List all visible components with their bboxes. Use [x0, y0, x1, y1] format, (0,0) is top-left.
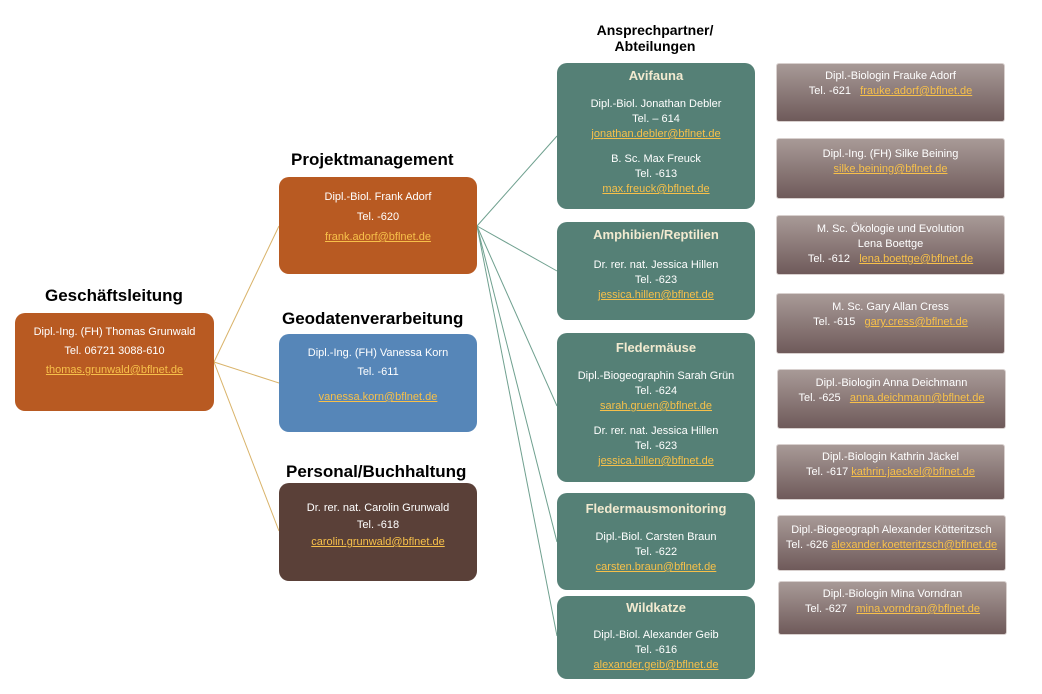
staff-3-name: M. Sc. Gary Allan Cress: [832, 301, 949, 313]
pm-tel: Tel. -620: [356, 211, 400, 223]
wildkatze-p1-name: Dipl.-Biol. Alexander Geib: [593, 629, 719, 641]
staff-card-boettge: M. Sc. Ökologie und Evolution Lena Boett…: [776, 215, 1005, 275]
staff-5-email-link[interactable]: kathrin.jaeckel@bflnet.de: [851, 466, 975, 478]
pb-name: Dr. rer. nat. Carolin Grunwald: [306, 502, 450, 514]
header-ansprechpartner: Ansprechpartner/ Abteilungen: [580, 22, 730, 54]
avifauna-p1-tel: Tel. – 614: [632, 113, 680, 125]
staff-7-email-link[interactable]: mina.vorndran@bflnet.de: [856, 603, 981, 615]
staff-2-name2: Lena Boettge: [857, 238, 924, 250]
monitoring-p1-name: Dipl.-Biol. Carsten Braun: [595, 531, 717, 543]
staff-0-name: Dipl.-Biologin Frauke Adorf: [825, 70, 956, 82]
avifauna-p2-name: B. Sc. Max Freuck: [611, 153, 701, 165]
geo-email-link[interactable]: vanessa.korn@bflnet.de: [318, 391, 438, 403]
pm-name: Dipl.-Biol. Frank Adorf: [324, 191, 432, 203]
connector-gf-pm: [213, 225, 280, 363]
fledermaeuse-p1-name: Dipl.-Biogeographin Sarah Grün: [577, 370, 735, 382]
staff-7-tel: Tel. -627: [804, 603, 848, 615]
staff-card-deichmann: Dipl.-Biologin Anna Deichmann Tel. -625 …: [777, 369, 1006, 429]
box-geodatenverarbeitung: Dipl.-Ing. (FH) Vanessa Korn Tel. -611 v…: [279, 334, 477, 432]
avifauna-p2-email-link[interactable]: max.freuck@bflnet.de: [602, 183, 710, 195]
amphibien-title: Amphibien/Reptilien: [593, 227, 719, 242]
connector-pm-amphibien: [476, 225, 558, 272]
staff-6-email-link[interactable]: alexander.koetteritzsch@bflnet.de: [831, 539, 998, 551]
header-projektmanagement: Projektmanagement: [291, 150, 454, 169]
staff-4-tel: Tel. -625: [798, 392, 841, 404]
staff-5-tel: Tel. -617: [806, 466, 849, 478]
staff-card-adorf: Dipl.-Biologin Frauke Adorf Tel. -621 fr…: [776, 63, 1005, 122]
avifauna-p2-tel: Tel. -613: [634, 168, 678, 180]
fledermaeuse-title: Fledermäuse: [615, 340, 697, 355]
amphibien-p1-tel: Tel. -623: [634, 274, 678, 286]
fledermaeuse-p1-email-link[interactable]: sarah.gruen@bflnet.de: [599, 400, 713, 412]
staff-6-tel: Tel. -626: [785, 539, 829, 551]
staff-6-name: Dipl.-Biogeograph Alexander Kötteritzsch: [791, 524, 992, 536]
header-geodatenverarbeitung: Geodatenverarbeitung: [282, 309, 464, 328]
box-avifauna: Avifauna Dipl.-Biol. Jonathan Debler Tel…: [557, 63, 755, 209]
box-wildkatze: Wildkatze Dipl.-Biol. Alexander Geib Tel…: [557, 596, 755, 679]
connector-gf-pb: [213, 361, 280, 532]
wildkatze-title: Wildkatze: [626, 600, 686, 615]
staff-4-email-link[interactable]: anna.deichmann@bflnet.de: [849, 392, 985, 404]
pm-email-link[interactable]: frank.adorf@bflnet.de: [325, 231, 431, 243]
staff-7-name: Dipl.-Biologin Mina Vorndran: [822, 588, 963, 600]
staff-card-koetteritzsch: Dipl.-Biogeograph Alexander Kötteritzsch…: [777, 515, 1006, 571]
geo-name: Dipl.-Ing. (FH) Vanessa Korn: [307, 347, 449, 359]
amphibien-p1-name: Dr. rer. nat. Jessica Hillen: [593, 259, 719, 271]
connector-pm-monitoring: [476, 225, 558, 543]
avifauna-title: Avifauna: [628, 68, 684, 83]
header-ansprechpartner-line2: Abteilungen: [614, 38, 696, 54]
header-ansprechpartner-line1: Ansprechpartner/: [596, 22, 714, 38]
staff-2-tel: Tel. -612: [807, 253, 851, 265]
fledermaeuse-p2-tel: Tel. -623: [634, 440, 678, 452]
avifauna-p1-email-link[interactable]: jonathan.debler@bflnet.de: [591, 128, 721, 140]
monitoring-p1-tel: Tel. -622: [634, 546, 678, 558]
pb-email-link[interactable]: carolin.grunwald@bflnet.de: [311, 536, 445, 548]
fledermaeuse-p2-name: Dr. rer. nat. Jessica Hillen: [593, 425, 719, 437]
staff-0-email-link[interactable]: frauke.adorf@bflnet.de: [860, 85, 973, 97]
fledermaeuse-p1-tel: Tel. -624: [634, 385, 678, 397]
box-personal-buchhaltung: Dr. rer. nat. Carolin Grunwald Tel. -618…: [279, 483, 477, 581]
wildkatze-p1-tel: Tel. -616: [634, 644, 678, 656]
staff-2-email-link[interactable]: lena.boettge@bflnet.de: [859, 253, 974, 265]
staff-3-email-link[interactable]: gary.cress@bflnet.de: [864, 316, 968, 328]
fledermaeuse-p2-email-link[interactable]: jessica.hillen@bflnet.de: [598, 455, 714, 467]
monitoring-title: Fledermausmonitoring: [585, 501, 727, 516]
box-geschaeftsleitung: Dipl.-Ing. (FH) Thomas Grunwald Tel. 067…: [15, 313, 214, 411]
staff-0-tel: Tel. -621: [808, 85, 851, 97]
wildkatze-p1-email-link[interactable]: alexander.geib@bflnet.de: [593, 659, 719, 671]
monitoring-p1-email-link[interactable]: carsten.braun@bflnet.de: [595, 561, 717, 573]
gf-name: Dipl.-Ing. (FH) Thomas Grunwald: [33, 326, 196, 338]
geo-tel: Tel. -611: [357, 366, 399, 378]
staff-1-email-link[interactable]: silke.beining@bflnet.de: [833, 163, 948, 175]
header-geschaeftsleitung: Geschäftsleitung: [45, 286, 183, 305]
box-projektmanagement: Dipl.-Biol. Frank Adorf Tel. -620 frank.…: [279, 177, 477, 274]
connector-pm-avifauna: [476, 135, 558, 227]
staff-card-beining: Dipl.-Ing. (FH) Silke Beining silke.bein…: [776, 138, 1005, 199]
box-amphibien-reptilien: Amphibien/Reptilien Dr. rer. nat. Jessic…: [557, 222, 755, 320]
pb-tel: Tel. -618: [356, 519, 400, 531]
staff-3-tel: Tel. -615: [813, 316, 856, 328]
box-fledermausmonitoring: Fledermausmonitoring Dipl.-Biol. Carsten…: [557, 493, 755, 590]
staff-4-name: Dipl.-Biologin Anna Deichmann: [815, 377, 968, 389]
staff-card-vorndran: Dipl.-Biologin Mina Vorndran Tel. -627 m…: [778, 581, 1007, 635]
staff-1-name: Dipl.-Ing. (FH) Silke Beining: [822, 148, 959, 160]
staff-card-cress: M. Sc. Gary Allan Cress Tel. -615 gary.c…: [776, 293, 1005, 354]
amphibien-p1-email-link[interactable]: jessica.hillen@bflnet.de: [598, 289, 714, 301]
gf-tel: Tel. 06721 3088-610: [64, 345, 165, 357]
staff-5-name: Dipl.-Biologin Kathrin Jäckel: [822, 451, 959, 463]
box-fledermaeuse: Fledermäuse Dipl.-Biogeographin Sarah Gr…: [557, 333, 755, 482]
staff-card-jaeckel: Dipl.-Biologin Kathrin Jäckel Tel. -617 …: [776, 444, 1005, 500]
avifauna-p1-name: Dipl.-Biol. Jonathan Debler: [590, 98, 722, 110]
connector-gf-geo: [213, 361, 280, 384]
staff-2-name: M. Sc. Ökologie und Evolution: [816, 223, 965, 235]
connector-pm-fledermaeuse: [476, 225, 558, 407]
gf-email-link[interactable]: thomas.grunwald@bflnet.de: [45, 364, 184, 376]
connector-pm-wildkatze: [476, 225, 558, 637]
header-personal-buchhaltung: Personal/Buchhaltung: [286, 462, 467, 481]
